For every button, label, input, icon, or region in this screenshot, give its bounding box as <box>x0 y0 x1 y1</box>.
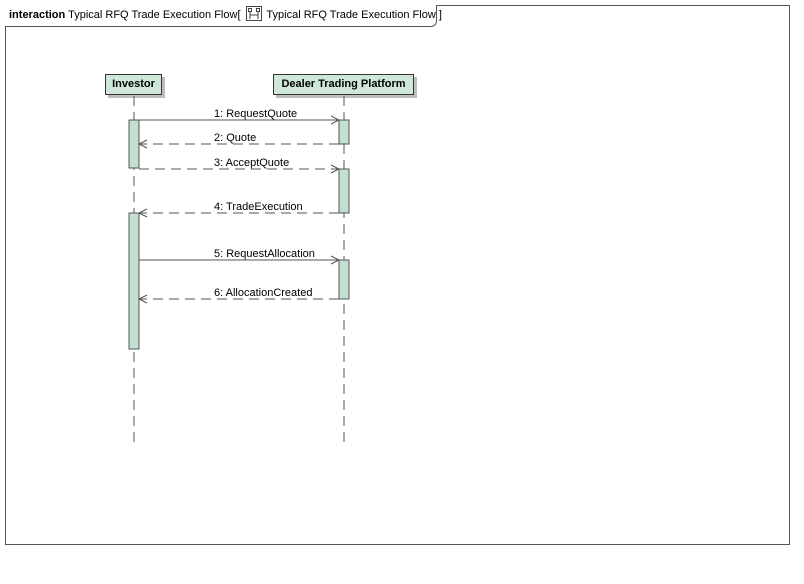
message-2: 2: Quote <box>137 132 339 149</box>
lifeline-head-investor: Investor <box>105 74 162 95</box>
frame-keyword: interaction <box>9 9 66 21</box>
lifeline-head-dealer-trading-platform: Dealer Trading Platform <box>273 74 414 95</box>
activation-investor-1 <box>128 119 140 169</box>
message-label: 5: RequestAllocation <box>214 248 315 260</box>
message-5: 5: RequestAllocation <box>139 248 341 265</box>
message-4: 4: TradeExecution <box>137 201 339 218</box>
activation-dealer-3 <box>338 259 350 300</box>
activation-dealer-1 <box>338 119 350 145</box>
message-label: 2: Quote <box>214 132 256 144</box>
activation-investor-2 <box>128 212 140 350</box>
message-label: 4: TradeExecution <box>214 201 303 213</box>
message-label: 3: AcceptQuote <box>214 157 289 169</box>
frame-title-tab: interaction Typical RFQ Trade Execution … <box>5 5 442 27</box>
message-6: 6: AllocationCreated <box>137 287 339 304</box>
sequence-diagram-icon <box>245 6 262 21</box>
activation-dealer-2 <box>338 168 350 214</box>
frame-open-bracket: [ <box>237 9 241 21</box>
message-3: 3: AcceptQuote <box>139 157 341 174</box>
diagram-reference-name: Typical RFQ Trade Execution Flow <box>266 9 436 21</box>
message-1: 1: RequestQuote <box>139 108 341 125</box>
message-label: 1: RequestQuote <box>214 108 297 120</box>
message-label: 6: AllocationCreated <box>214 287 312 299</box>
frame-close-bracket: ] <box>438 9 442 21</box>
frame-name: Typical RFQ Trade Execution Flow <box>68 9 238 21</box>
